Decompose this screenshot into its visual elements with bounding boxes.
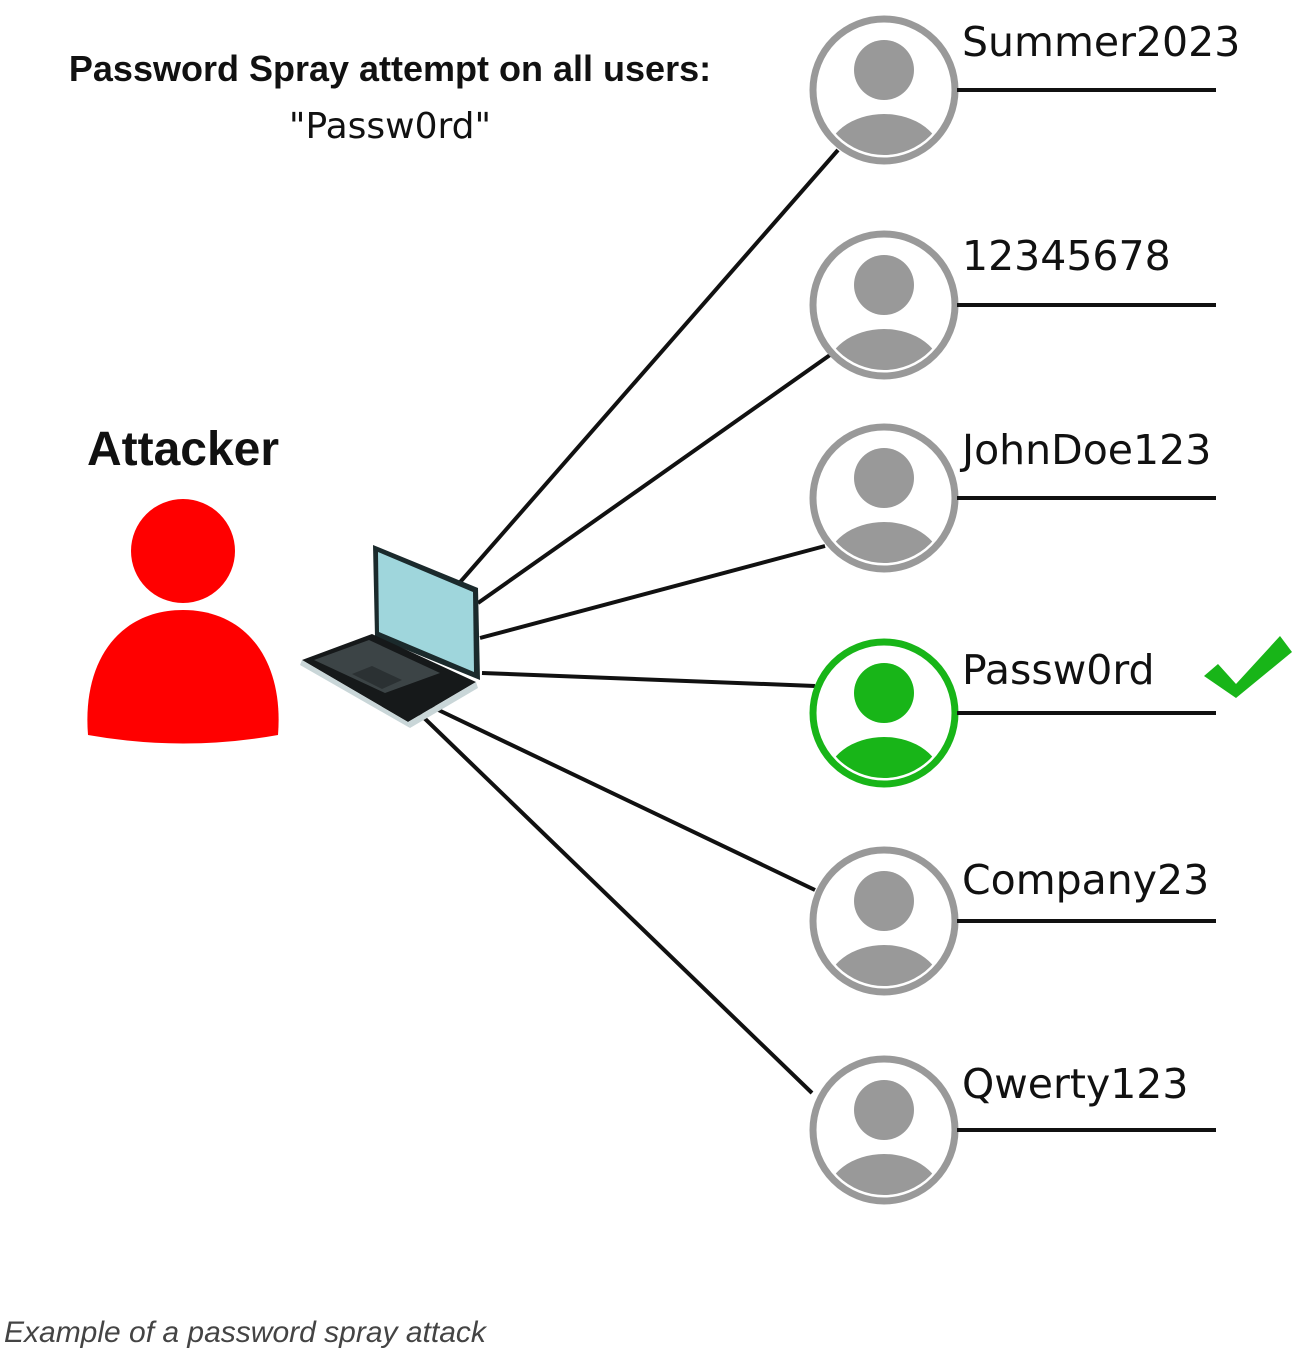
- laptop-icon: [300, 545, 480, 728]
- user-avatar-ring: [809, 230, 959, 380]
- user-avatar-icon: [809, 846, 1216, 996]
- password-spray-diagram: Password Spray attempt on all users: "Pa…: [68, 15, 1292, 1205]
- user-avatar-ring: [809, 846, 959, 996]
- user-body: [826, 522, 942, 563]
- figure-caption: Example of a password spray attack: [4, 1316, 486, 1349]
- user-password-label: JohnDoe123: [962, 426, 1212, 474]
- connector-line-4: [481, 671, 816, 688]
- user-password-label: Qwerty123: [962, 1060, 1189, 1108]
- user-avatar-ring: [809, 638, 959, 788]
- user-head: [854, 871, 914, 931]
- user-avatar-ring: [809, 15, 959, 165]
- user-head: [854, 663, 914, 723]
- user-head: [854, 255, 914, 315]
- user-avatar-icon: [809, 638, 1216, 788]
- checkmark-icon: [1204, 636, 1292, 698]
- user-avatar-ring: [809, 1055, 959, 1205]
- diagram-canvas: [87, 15, 1292, 1205]
- connector-line-6: [416, 710, 814, 1095]
- user-password-label: Summer2023: [962, 18, 1241, 66]
- sprayed-password: "Passw0rd": [288, 106, 492, 147]
- user-avatar-icon: [809, 423, 1216, 573]
- user-body: [826, 1154, 942, 1195]
- diagram-heading: Password Spray attempt on all users:: [68, 48, 712, 89]
- user-avatar-icon: [809, 230, 1216, 380]
- user-avatar-icon: [809, 1055, 1216, 1205]
- attacker-person-icon: [87, 499, 279, 744]
- user-head: [854, 1080, 914, 1140]
- attacker-label: Attacker: [86, 423, 280, 476]
- user-body: [826, 329, 942, 370]
- connector-lines: [416, 148, 840, 1095]
- user-body: [826, 945, 942, 986]
- user-body: [826, 114, 942, 155]
- connector-line-2: [476, 353, 832, 605]
- user-avatar-icon: [809, 15, 1216, 165]
- user-password-label: Company23: [962, 856, 1210, 904]
- connector-line-1: [453, 148, 840, 590]
- connector-line-5: [427, 703, 816, 892]
- user-password-label: 12345678: [962, 232, 1171, 280]
- user-avatar-ring: [809, 423, 959, 573]
- user-head: [854, 40, 914, 100]
- user-list: [809, 15, 1216, 1205]
- user-head: [854, 448, 914, 508]
- user-body: [826, 737, 942, 778]
- connector-line-3: [479, 544, 826, 640]
- user-password-label: Passw0rd: [962, 646, 1155, 694]
